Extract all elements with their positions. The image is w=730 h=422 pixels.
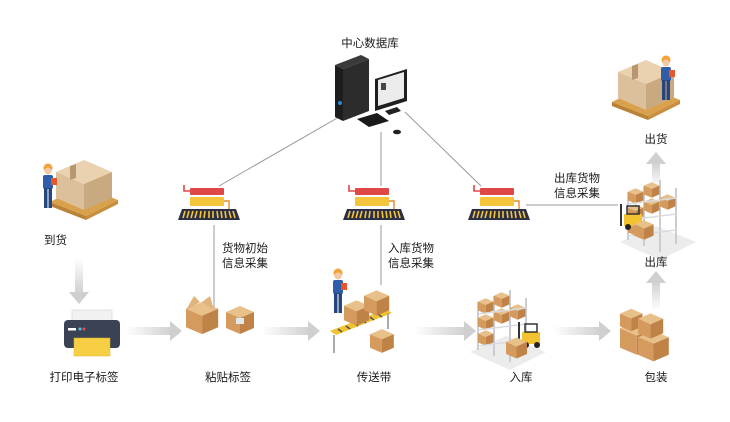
arrow-print-label xyxy=(126,321,182,341)
labeled-boxes-icon xyxy=(186,296,254,335)
box-pile-icon xyxy=(620,308,669,362)
node-label-label: 粘贴标签 xyxy=(205,370,251,384)
line-db-reader3 xyxy=(404,111,482,187)
computer-icon xyxy=(335,55,407,135)
rfid-reader-icon xyxy=(177,184,241,221)
central-database-label: 中心数据库 xyxy=(341,36,399,50)
node-label-pack: 包装 xyxy=(644,370,668,384)
warehouse-forklift-icon xyxy=(620,180,696,260)
rfid-reader-icon xyxy=(342,184,406,221)
warehouse-forklift-icon xyxy=(470,290,546,370)
reader-label-outbound: 出库货物 信息采集 xyxy=(554,171,600,200)
arrow-label-conveyor xyxy=(262,321,320,341)
node-label-ship: 出货 xyxy=(644,132,668,146)
worker-with-box-icon xyxy=(43,160,118,220)
rfid-reader-icon xyxy=(467,184,531,221)
node-label-stock-out: 出库 xyxy=(644,255,668,269)
flow-arrows xyxy=(69,152,666,341)
conveyor-worker-icon xyxy=(330,268,394,353)
node-label-conveyor: 传送带 xyxy=(356,370,392,384)
arrow-down-arrival-print xyxy=(69,258,89,304)
arrow-up-pack-stockout xyxy=(646,271,666,311)
node-label-print: 打印电子标签 xyxy=(49,370,119,384)
arrow-conveyor-stockin xyxy=(414,321,476,341)
db-connection-lines xyxy=(213,111,618,320)
line-db-reader1 xyxy=(218,112,347,187)
printer-icon xyxy=(64,309,120,357)
node-label-stock-in: 入库 xyxy=(509,370,533,384)
worker-with-box-icon xyxy=(612,55,680,120)
arrow-stockin-pack xyxy=(553,321,611,341)
arrow-up-stockout-ship xyxy=(646,152,666,188)
reader-label-inbound: 入库货物 信息采集 xyxy=(388,241,434,270)
node-label-arrival: 到货 xyxy=(44,233,67,247)
reader-label-initial: 货物初始 信息采集 xyxy=(222,241,268,270)
